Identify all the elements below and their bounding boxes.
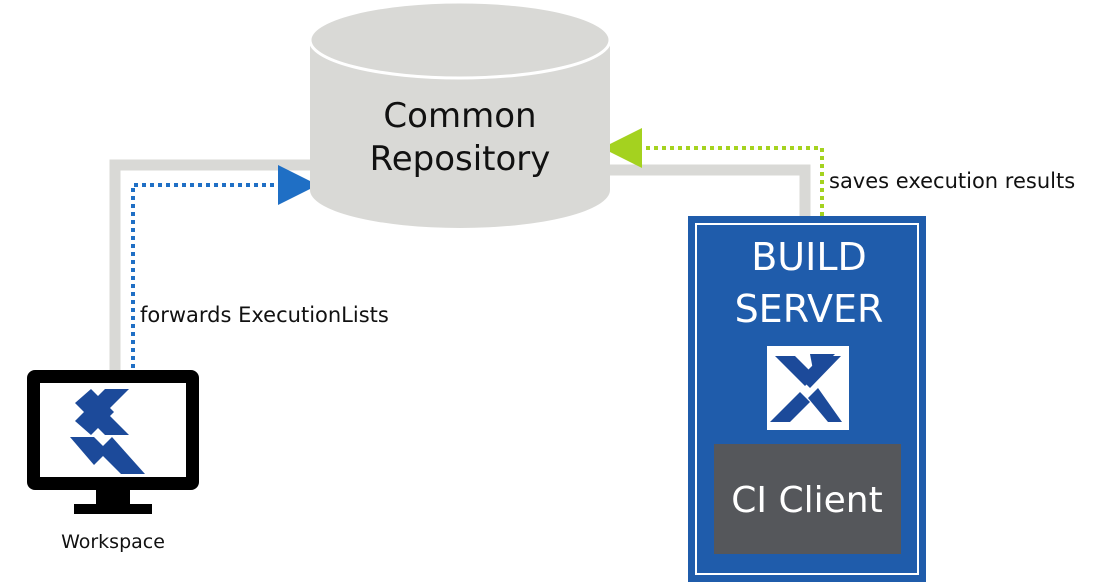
save-arrow-label: saves execution results (829, 169, 1075, 193)
repository-label-line2: Repository (370, 139, 551, 179)
repository-cylinder-body (310, 40, 610, 228)
tricentis-logo-icon (70, 389, 145, 474)
tricentis-logo-icon (770, 354, 842, 422)
build-server-connector-line (606, 164, 811, 218)
save-arrow (602, 128, 824, 216)
repository-label-line1: Common (383, 96, 536, 136)
forward-arrow (131, 165, 318, 368)
common-repository: Common Repository (308, 0, 612, 228)
ci-client-box (714, 444, 901, 554)
build-server-title-line2: SERVER (735, 287, 884, 331)
monitor-stand (74, 504, 152, 514)
forward-arrow-label: forwards ExecutionLists (140, 303, 389, 327)
workspace-label: Workspace (61, 531, 165, 553)
build-server: BUILD SERVER CI Client (688, 216, 926, 582)
workspace-monitor: Workspace (27, 370, 199, 553)
monitor-neck (96, 490, 130, 506)
build-server-title-line1: BUILD (751, 235, 867, 279)
ci-client-label: CI Client (731, 480, 882, 521)
build-server-inner-border (695, 223, 919, 575)
repository-cylinder-top (308, 0, 612, 80)
workspace-connector-line (109, 159, 312, 370)
